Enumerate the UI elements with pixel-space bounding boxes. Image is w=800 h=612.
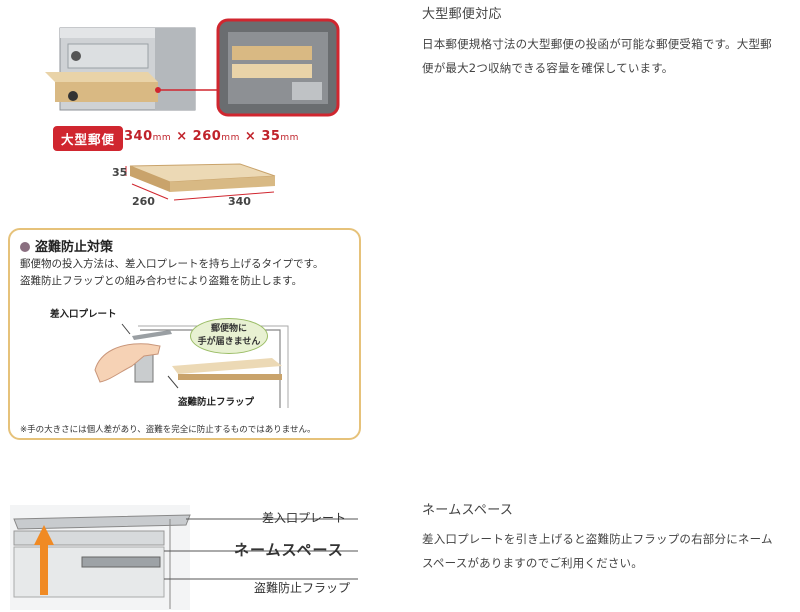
dimension-value: 340 [124,129,153,144]
section-title-name-space: ネームスペース [422,503,514,518]
dimension-times: × [244,129,257,144]
dimension-value: 35 [261,129,281,144]
section-body-line: 差入口プレートを引き上げると盗難防止フラップの右部分にネーム [422,532,773,546]
mailbox-product-illustration [45,18,340,117]
dimension-times: × [176,129,188,144]
bullet-dot-icon [20,242,30,252]
large-mail-dimensions: 340mm × 260mm × 35mm [124,129,299,144]
anti-theft-title: 盗難防止対策 [20,236,113,255]
speech-bubble: 郵便物に 手が届きません [190,318,268,354]
anti-theft-note: ※手の大きさには個人差があり、盗難を完全に防止するものではありません。 [20,425,316,435]
large-mail-badge: 大型郵便 [53,126,124,151]
anti-theft-desc-line: 郵便物の投入方法は、差入口プレートを持ち上げるタイプです。 [20,258,324,270]
dimension-unit: mm [280,133,299,143]
dimension-value: 260 [192,129,222,144]
section-body-line: スペースがありますのでご利用ください。 [422,556,643,570]
mail-board-diagram [125,163,276,201]
label-anti-theft-flap: 盗難防止フラップ [254,581,351,595]
anti-theft-title-text: 盗難防止対策 [35,240,114,255]
section-body-large-mail: 日本郵便規格寸法の大型郵便の投函が可能な郵便受箱です。大型郵 便が最大2つ収納で… [422,32,797,80]
board-width-label: 340 [228,195,251,208]
callout-anti-theft-flap: 盗難防止フラップ [178,397,255,408]
section-body-name-space: 差入口プレートを引き上げると盗難防止フラップの右部分にネーム スペースがあります… [422,527,797,575]
anti-theft-description: 郵便物の投入方法は、差入口プレートを持ち上げるタイプです。 盗難防止フラップとの… [20,256,323,290]
section-body-line: 便が最大2つ収納できる容量を確保しています。 [422,61,674,75]
section-title-large-mail: 大型郵便対応 [422,7,502,22]
name-space-diagram [10,505,358,610]
label-name-space: ネームスペース [234,541,344,559]
callout-insert-plate: 差入口プレート [50,309,117,320]
anti-theft-diagram [94,323,289,408]
anti-theft-panel [8,228,361,440]
label-insert-plate: 差入口プレート [262,511,347,525]
dimension-unit: mm [221,133,240,143]
bubble-line: 郵便物に [210,324,247,334]
section-body-line: 日本郵便規格寸法の大型郵便の投函が可能な郵便受箱です。大型郵 [422,37,772,51]
anti-theft-desc-line: 盗難防止フラップとの組み合わせにより盗難を防止します。 [20,275,303,287]
dimension-unit: mm [152,133,172,143]
board-height-label: 35 [112,166,128,179]
bubble-line: 手が届きません [197,337,261,347]
board-depth-label: 260 [132,195,155,208]
